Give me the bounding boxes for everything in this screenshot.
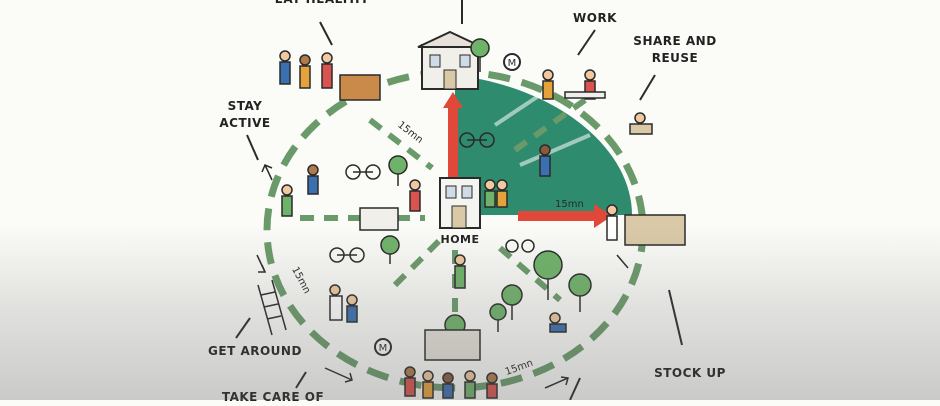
ladder-icon — [257, 279, 287, 336]
metro-icon: M — [503, 53, 521, 71]
callout-lines — [235, 0, 683, 400]
bicycle-icon — [329, 132, 535, 263]
label-work: WORK — [573, 11, 617, 25]
arrow-north — [443, 92, 463, 195]
distance-label-w: 15mn — [289, 265, 312, 296]
label-eat-healthy: EAT HEALTHY — [262, 0, 382, 8]
people-icon — [279, 50, 686, 399]
tree-icon — [380, 38, 592, 336]
double-arrows — [256, 164, 629, 389]
label-stock-up: STOCK UP — [654, 366, 726, 380]
label-get-around: GET AROUND — [208, 344, 302, 358]
north-building-icon — [417, 30, 483, 90]
svg-text:M: M — [508, 58, 517, 69]
distance-label-e: 15mn — [555, 199, 584, 210]
label-share-and-reuse: SHARE AND REUSE — [633, 34, 717, 65]
metro-icon: M — [374, 338, 392, 356]
label-home: HOME — [440, 233, 480, 246]
home-building — [439, 177, 481, 229]
work-sector-stripes — [493, 93, 591, 167]
label-stay-active: STAY ACTIVE — [219, 99, 271, 130]
arrow-east — [518, 204, 612, 228]
svg-text:M: M — [379, 343, 388, 354]
label-take-care-of: TAKE CARE OF — [221, 390, 325, 404]
spoke-roads — [300, 97, 587, 330]
